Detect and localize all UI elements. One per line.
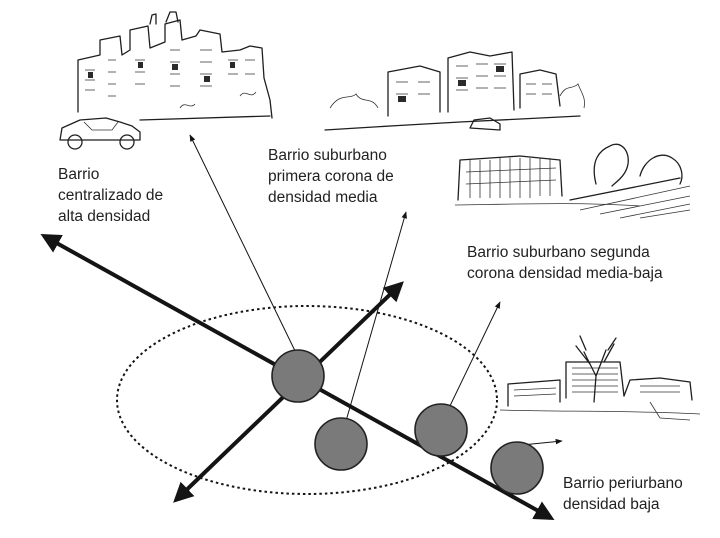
label-line: Barrio [58, 166, 100, 183]
sketch-central-high-density [59, 11, 273, 150]
label-line: Barrio periurbano [563, 475, 683, 492]
label-line: corona densidad media-baja [467, 265, 663, 282]
label-periurban-low-density: Barrio periurbano densidad baja [563, 473, 683, 515]
sketch-suburban-first-ring [324, 51, 585, 131]
label-line: densidad media [268, 189, 378, 206]
circle-central-high-density [271, 349, 325, 403]
label-line: centralizado de [58, 187, 164, 204]
label-line: densidad baja [563, 496, 660, 513]
sketch-periurban-low-density [499, 335, 701, 421]
sketch-suburban-second-ring [454, 143, 691, 219]
leader-line-suburban-second [447, 301, 501, 411]
label-suburban-second-ring: Barrio suburbano segunda corona densidad… [467, 242, 663, 284]
leader-line-suburban-first [343, 211, 407, 429]
label-central-high-density: Barrio centralizado de alta densidad [58, 164, 163, 227]
leader-line-central [189, 134, 299, 358]
label-line: alta densidad [58, 208, 151, 225]
label-line: primera corona de [268, 168, 394, 185]
label-line: Barrio suburbano segunda [467, 244, 650, 261]
label-suburban-first-ring: Barrio suburbano primera corona de densi… [268, 145, 394, 208]
circle-suburban-second-ring [414, 403, 468, 457]
circle-suburban-first-ring [314, 417, 368, 471]
circle-periurban [490, 441, 544, 495]
label-line: Barrio suburbano [268, 147, 387, 164]
